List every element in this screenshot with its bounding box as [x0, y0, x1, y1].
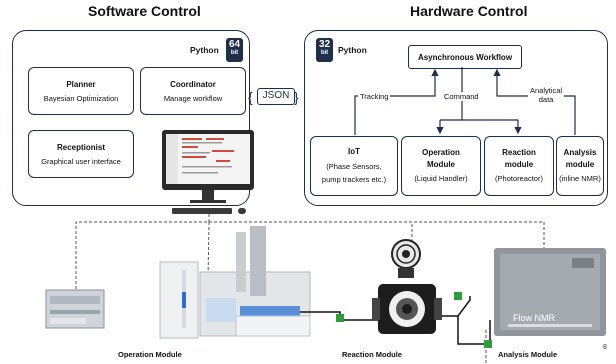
coordinator-box: Coordinator Manage workflow [140, 67, 246, 115]
page-number: 8 [603, 344, 607, 351]
operation-line2: Module [427, 159, 455, 169]
receptionist-subtitle: Graphical user interface [41, 156, 121, 166]
iot-line1: (Phase Sensors, [326, 161, 382, 171]
mouse [238, 208, 246, 214]
hardware-python-label: Python [338, 45, 367, 55]
receptionist-title: Receptionist [56, 142, 105, 152]
analysis-line2: module [565, 159, 595, 169]
hardware-32bit-badge: 32 bit [316, 38, 333, 62]
reaction-module-caption: Reaction Module [342, 350, 403, 359]
analysis-line3: (inline NMR) [559, 173, 601, 183]
coordinator-title: Coordinator [170, 79, 216, 89]
hardware-badge-unit: bit [320, 50, 329, 56]
software-control-heading: Software Control [88, 3, 201, 19]
keyboard [172, 208, 232, 214]
planner-title: Planner [66, 79, 96, 89]
analytical-label-line2: data [538, 95, 554, 104]
iot-box: IoT (Phase Sensors, pump trackers etc.) [310, 136, 398, 196]
software-python-label: Python [190, 45, 219, 55]
analytical-data-label: Analytical data [528, 86, 565, 104]
liquid-handler-gantry [199, 226, 311, 337]
command-label: Command [442, 92, 481, 101]
operation-module-box: Operation Module (Liquid Handler) [401, 136, 481, 196]
hardware-control-heading: Hardware Control [410, 3, 528, 19]
analytical-label-line1: Analytical [530, 86, 563, 95]
planner-box: Planner Bayesian Optimization [28, 67, 134, 115]
analysis-module-caption: Analysis Module [498, 350, 558, 359]
operation-module-caption: Operation Module [118, 350, 182, 359]
receptionist-box: Receptionist Graphical user interface [28, 130, 134, 178]
tracking-arrow [354, 68, 439, 135]
coordinator-subtitle: Manage workflow [163, 93, 223, 103]
reaction-module-box: Reaction module (Photoreactor) [484, 136, 554, 196]
software-badge-unit: bit [230, 50, 239, 56]
flow-nmr-instrument [494, 248, 606, 336]
json-brace-right: } [294, 89, 299, 105]
reaction-line2: module [504, 159, 534, 169]
computer-monitor-illustration [162, 130, 254, 214]
iot-line2: pump trackers etc.) [321, 174, 387, 184]
operation-line3: (Liquid Handler) [414, 173, 468, 183]
green-connectors [336, 292, 492, 348]
flow-nmr-label: Flow NMR [513, 313, 555, 323]
software-badge-number: 64 [228, 39, 241, 50]
pump-unit [45, 289, 105, 329]
async-workflow-box: Asynchronous Workflow [408, 45, 522, 69]
photoreactor [372, 239, 442, 334]
operation-line1: Operation [422, 147, 460, 157]
json-label: JSON [257, 88, 295, 105]
tracking-label: Tracking [358, 92, 391, 101]
json-brace-left: { [248, 89, 253, 105]
analysis-line1: Analysis [563, 147, 597, 157]
analysis-module-box: Analysis module (inline NMR) [556, 136, 604, 196]
planner-subtitle: Bayesian Optimization [43, 93, 119, 103]
async-workflow-title: Asynchronous Workflow [417, 52, 513, 62]
software-64bit-badge: 64 bit [226, 38, 243, 62]
hardware-badge-number: 32 [318, 39, 331, 50]
reaction-line3: (Photoreactor) [495, 173, 543, 183]
reaction-line1: Reaction [502, 147, 536, 157]
iot-title: IoT [348, 146, 360, 156]
liquid-handler-cabinet [159, 261, 199, 339]
